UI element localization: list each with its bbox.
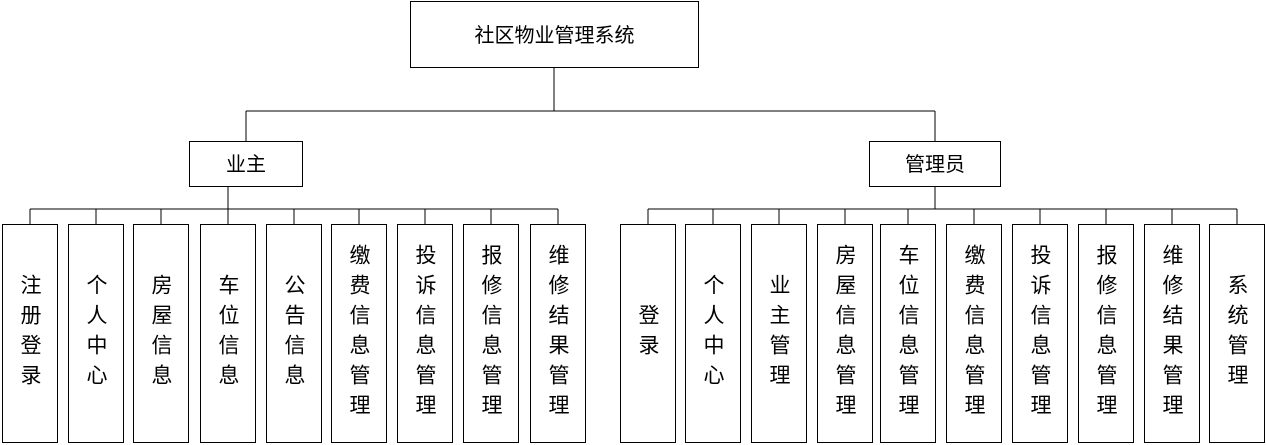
owner-register-login-label: 注册登录: [18, 273, 42, 394]
owner-house-info-node: 房屋信息: [133, 224, 189, 443]
admin-label: 管理员: [905, 152, 965, 176]
admin-payment-mgmt-label: 缴费信息管理: [962, 243, 986, 424]
admin-repair-result-mgmt-label: 维修结果管理: [1160, 243, 1184, 424]
owner-complaint-mgmt-node: 投诉信息管理: [397, 224, 453, 443]
owner-repair-request-mgmt-node: 报修信息管理: [463, 224, 519, 443]
admin-parking-info-mgmt-node: 车位信息管理: [880, 224, 936, 443]
admin-payment-mgmt-node: 缴费信息管理: [946, 224, 1002, 443]
owner-register-login-node: 注册登录: [2, 224, 58, 443]
owner-label: 业主: [226, 152, 266, 176]
admin-owner-mgmt-node: 业主管理: [751, 224, 807, 443]
owner-payment-mgmt-label: 缴费信息管理: [347, 243, 371, 424]
admin-system-mgmt-label: 系统管理: [1225, 273, 1249, 394]
root-node: 社区物业管理系统: [410, 1, 699, 68]
admin-complaint-mgmt-label: 投诉信息管理: [1028, 243, 1052, 424]
admin-login-node: 登录: [620, 224, 676, 443]
owner-house-info-label: 房屋信息: [149, 273, 173, 394]
admin-owner-mgmt-label: 业主管理: [767, 273, 791, 394]
owner-parking-info-label: 车位信息: [216, 273, 240, 394]
admin-complaint-mgmt-node: 投诉信息管理: [1012, 224, 1068, 443]
admin-house-info-mgmt-label: 房屋信息管理: [833, 243, 857, 424]
owner-notice-info-label: 公告信息: [282, 273, 306, 394]
owner-personal-center-label: 个人中心: [84, 273, 108, 394]
admin-login-label: 登录: [636, 303, 660, 364]
owner-personal-center-node: 个人中心: [68, 224, 124, 443]
admin-system-mgmt-node: 系统管理: [1209, 224, 1265, 443]
admin-repair-request-mgmt-label: 报修信息管理: [1094, 243, 1118, 424]
owner-repair-result-mgmt-label: 维修结果管理: [546, 243, 570, 424]
admin-repair-request-mgmt-node: 报修信息管理: [1078, 224, 1134, 443]
owner-complaint-mgmt-label: 投诉信息管理: [413, 243, 437, 424]
owner-repair-result-mgmt-node: 维修结果管理: [530, 224, 586, 443]
admin-parking-info-mgmt-label: 车位信息管理: [896, 243, 920, 424]
owner-parking-info-node: 车位信息: [200, 224, 256, 443]
admin-node: 管理员: [869, 141, 1001, 187]
root-label: 社区物业管理系统: [474, 22, 635, 47]
owner-repair-request-mgmt-label: 报修信息管理: [479, 243, 503, 424]
owner-notice-info-node: 公告信息: [266, 224, 322, 443]
admin-repair-result-mgmt-node: 维修结果管理: [1144, 224, 1200, 443]
admin-personal-center-label: 个人中心: [701, 273, 725, 394]
owner-payment-mgmt-node: 缴费信息管理: [331, 224, 387, 443]
admin-personal-center-node: 个人中心: [685, 224, 741, 443]
owner-node: 业主: [189, 141, 303, 187]
admin-house-info-mgmt-node: 房屋信息管理: [817, 224, 873, 443]
